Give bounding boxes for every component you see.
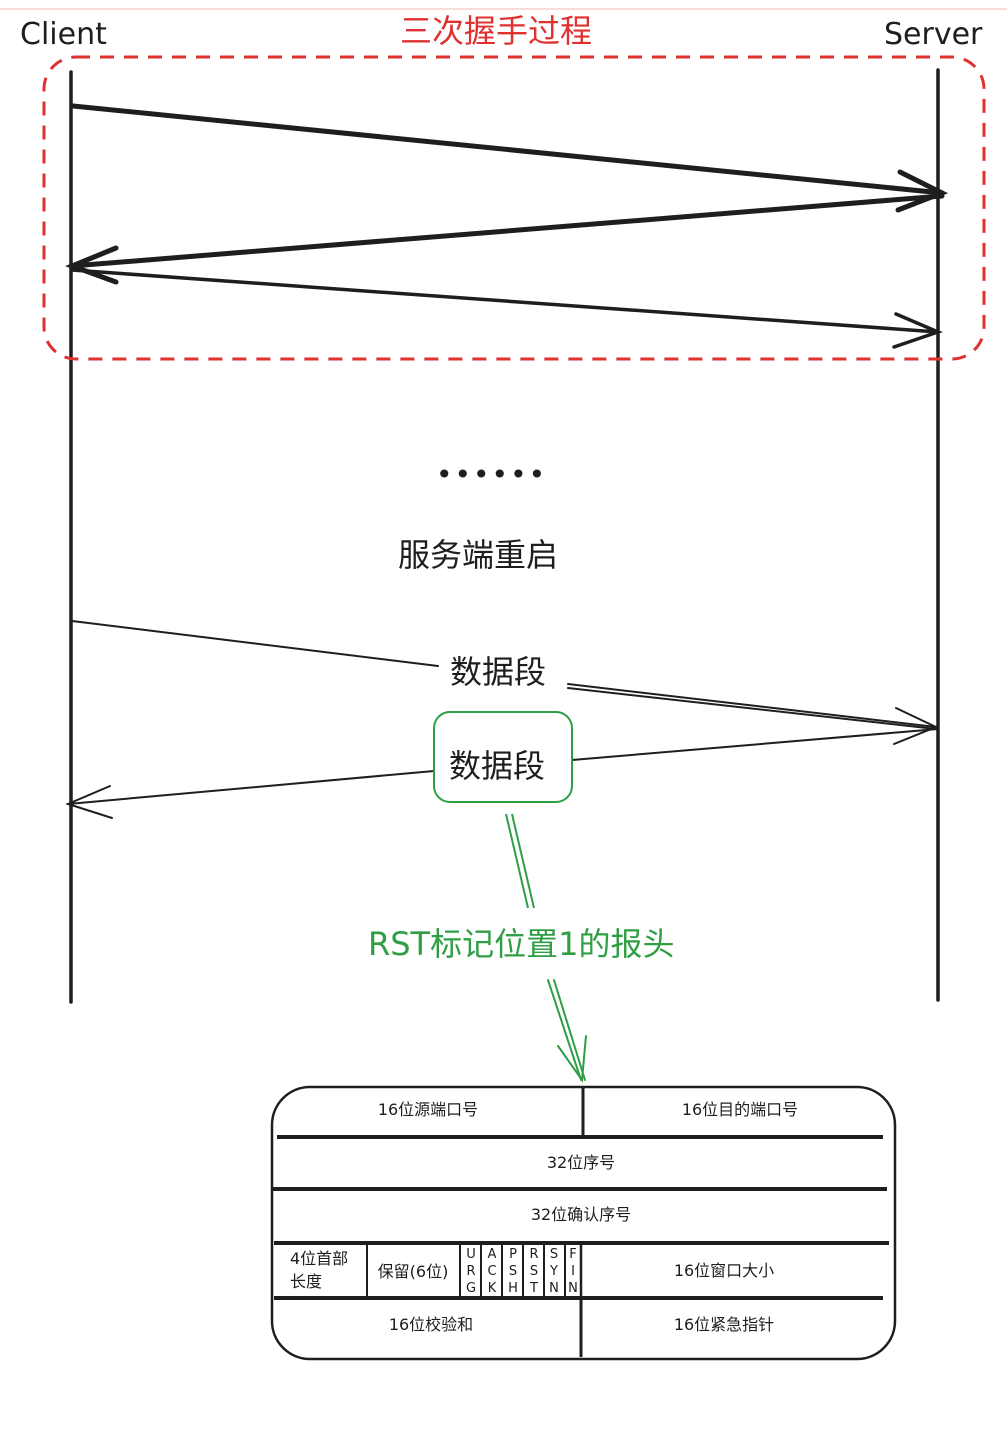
handshake-box [42, 55, 986, 361]
ack-field: 32位确认序号 [531, 1205, 631, 1224]
rst-connector-upper [505, 813, 535, 909]
flag-psh: P S H [508, 1247, 518, 1296]
segment-to-client-label: 数据段 [449, 747, 545, 785]
flag-ack: A C K [487, 1247, 496, 1296]
hdr-len-field-line2: 长度 [290, 1272, 322, 1291]
rst-connector-lower [547, 979, 587, 1083]
server-restart-label: 服务端重启 [398, 536, 558, 574]
flag-char: Y [549, 1264, 558, 1279]
urgent-pointer-field: 16位紧急指针 [674, 1315, 774, 1334]
seq-field: 32位序号 [547, 1153, 615, 1172]
flag-char: I [571, 1264, 575, 1279]
flag-char: U [466, 1247, 476, 1262]
flag-char: T [529, 1281, 538, 1296]
flag-urg: U R G [466, 1247, 476, 1296]
handshake-title: 三次握手过程 [400, 12, 592, 50]
dst-port-field: 16位目的端口号 [682, 1100, 798, 1119]
src-port-field: 16位源端口号 [378, 1100, 478, 1119]
tcp-header-frame [270, 1085, 897, 1361]
flag-rst: R S T [529, 1247, 539, 1296]
flag-char: N [568, 1281, 578, 1296]
syn-arrow [70, 103, 949, 213]
rst-note: RST标记位置1的报头 [368, 925, 674, 963]
syn-ack-arrow [65, 193, 945, 285]
flag-char: S [530, 1264, 538, 1279]
flag-char: K [488, 1281, 497, 1296]
flag-fin: F I N [568, 1247, 578, 1296]
reserved-field: 保留(6位) [378, 1262, 449, 1281]
flag-char: R [466, 1264, 475, 1279]
ack-arrow [70, 268, 943, 349]
flag-char: F [569, 1247, 576, 1262]
flag-char: C [487, 1264, 496, 1279]
flag-char: P [509, 1247, 517, 1262]
flag-char: H [508, 1281, 518, 1296]
segment-to-server-arrow [71, 620, 939, 745]
flag-syn: S Y N [549, 1247, 559, 1296]
tcp-header-table: 16位源端口号 16位目的端口号 32位序号 32位确认序号 4位首部 长度 保… [270, 1085, 897, 1361]
server-label: Server [884, 17, 983, 52]
segment-to-client-box [433, 711, 573, 803]
checksum-field: 16位校验和 [389, 1315, 473, 1334]
ellipsis: •••••• [436, 458, 547, 491]
segment-to-server-label: 数据段 [450, 653, 546, 691]
flag-char: S [509, 1264, 517, 1279]
flag-char: R [529, 1247, 538, 1262]
client-label: Client [20, 17, 107, 52]
flag-char: G [466, 1281, 476, 1296]
flag-char: A [488, 1247, 497, 1262]
flag-char: N [549, 1281, 559, 1296]
window-field: 16位窗口大小 [674, 1261, 774, 1280]
hdr-len-field-line1: 4位首部 [290, 1249, 348, 1268]
segment-to-client-arrow [65, 728, 939, 819]
flag-char: S [550, 1247, 558, 1262]
